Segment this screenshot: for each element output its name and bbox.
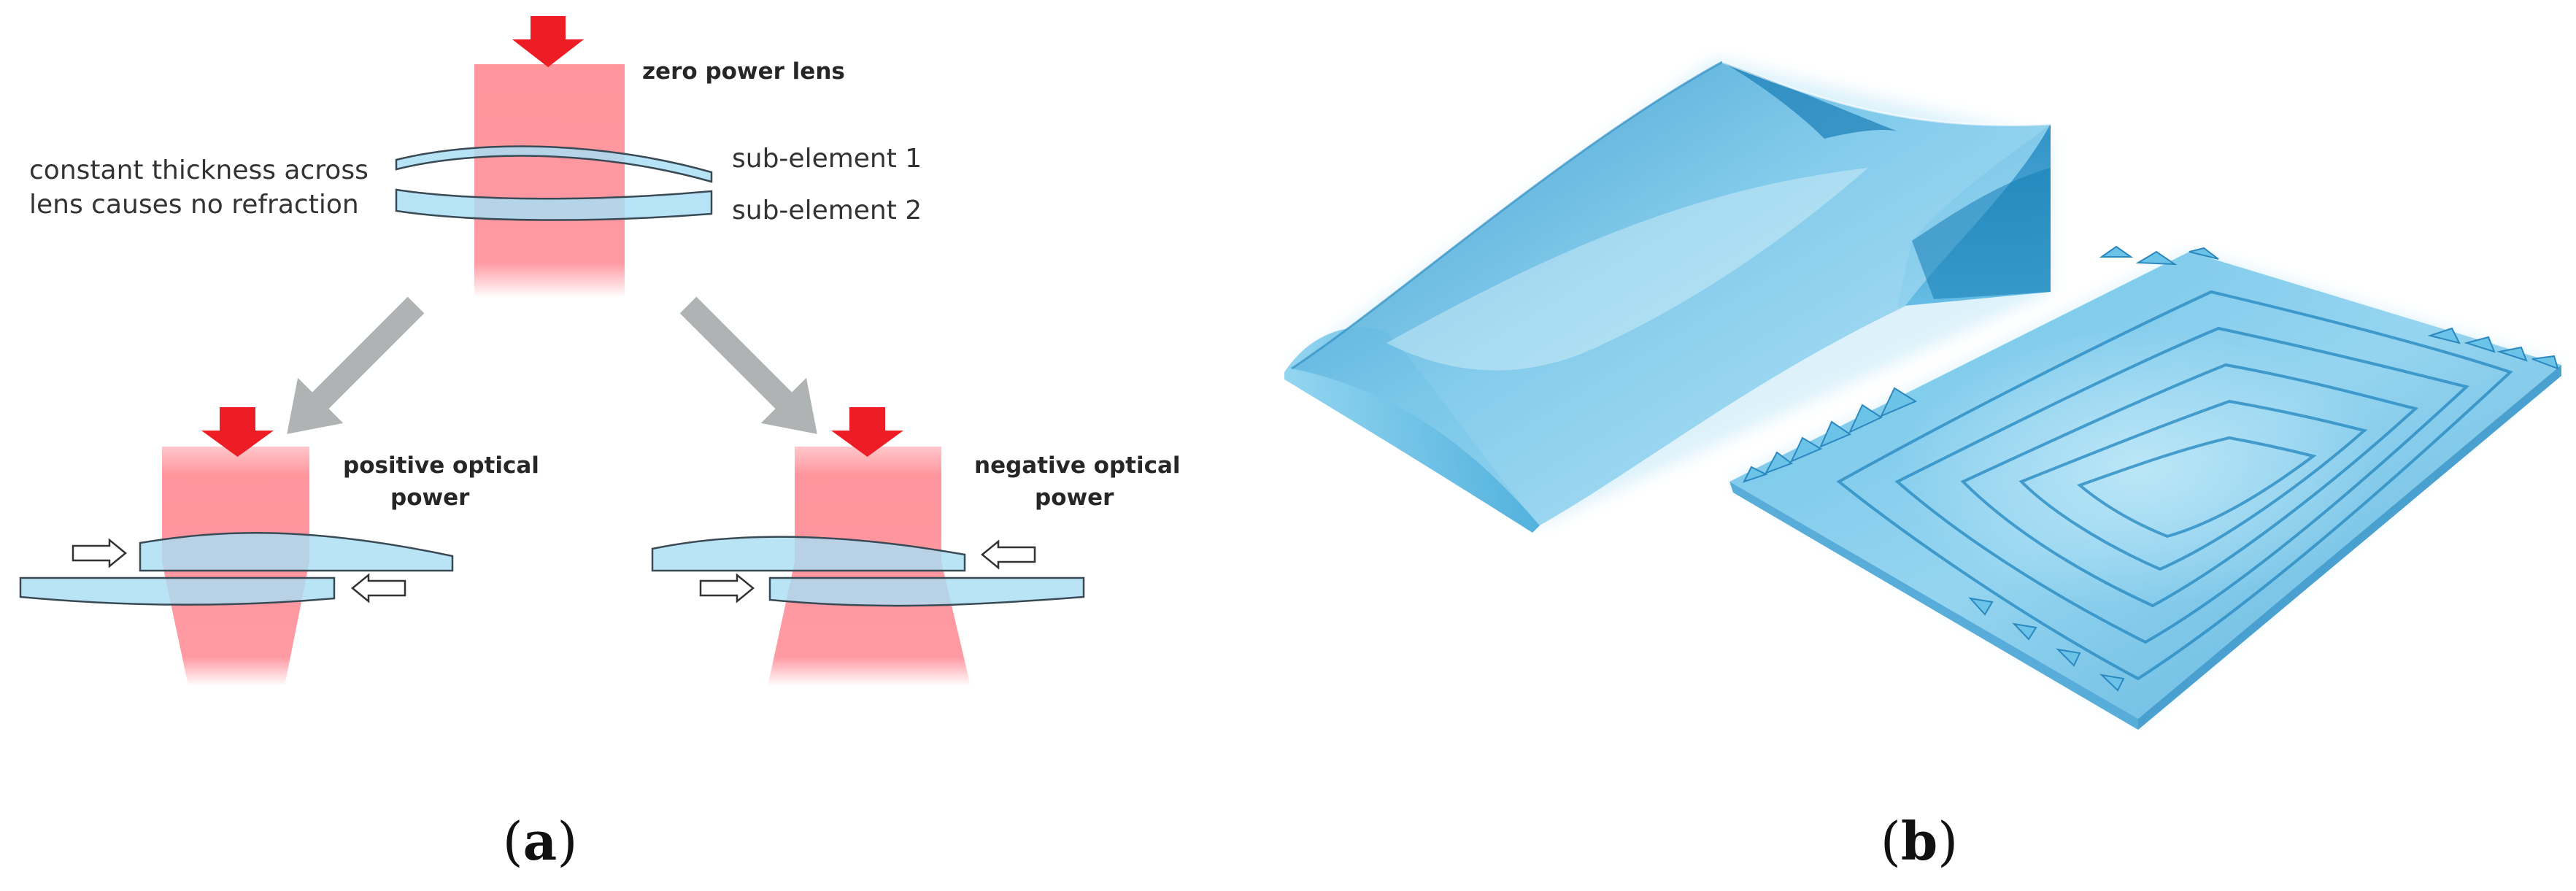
positive-power-group: positive optical power <box>19 407 539 686</box>
fresnel-teeth <box>1743 245 2559 692</box>
push-right-neg-icon <box>699 573 755 603</box>
push-left-icon <box>351 573 406 603</box>
red-arrow-positive-icon <box>201 407 274 457</box>
red-arrow-negative-icon <box>831 407 903 457</box>
negative-power-group: negative optical power <box>651 407 1181 686</box>
push-right-icon <box>72 538 127 568</box>
panel-a: zero power lens constant thickness acros… <box>19 16 1181 872</box>
fresnel-plate-render <box>1729 245 2561 730</box>
negative-lower-plate <box>768 576 1085 607</box>
red-arrow-icon <box>512 16 584 67</box>
freeform-top-surface <box>1292 62 2051 525</box>
positive-title-2: power <box>390 485 470 511</box>
sub-element-2-label: sub-element 2 <box>732 196 922 225</box>
constant-thickness-note-2: lens causes no refraction <box>29 190 359 220</box>
transition-arrows <box>287 296 817 434</box>
sub-element-1-label: sub-element 1 <box>732 144 922 174</box>
grey-arrow-right-icon <box>679 296 817 434</box>
zero-power-title: zero power lens <box>642 58 845 85</box>
grey-arrow-left-icon <box>287 296 425 434</box>
sub-element-1-plate <box>395 145 713 183</box>
beam-top <box>474 64 625 298</box>
positive-upper-plate <box>139 532 454 572</box>
negative-title-2: power <box>1035 485 1114 511</box>
sub-element-2-plate <box>395 188 713 221</box>
positive-title-1: positive optical <box>343 452 539 479</box>
panel-label-a: (a) <box>503 810 578 872</box>
zero-power-group: zero power lens constant thickness acros… <box>29 16 922 298</box>
fresnel-steps <box>1836 290 2513 681</box>
freeform-plate-render <box>1284 58 2051 533</box>
negative-title-1: negative optical <box>974 452 1181 479</box>
negative-upper-plate <box>651 536 966 572</box>
panel-b: (b) <box>1284 58 2561 872</box>
positive-lower-plate <box>19 576 336 606</box>
constant-thickness-note-1: constant thickness across <box>29 155 369 185</box>
panel-label-b: (b) <box>1881 810 1959 872</box>
push-left-neg-icon <box>981 539 1036 570</box>
